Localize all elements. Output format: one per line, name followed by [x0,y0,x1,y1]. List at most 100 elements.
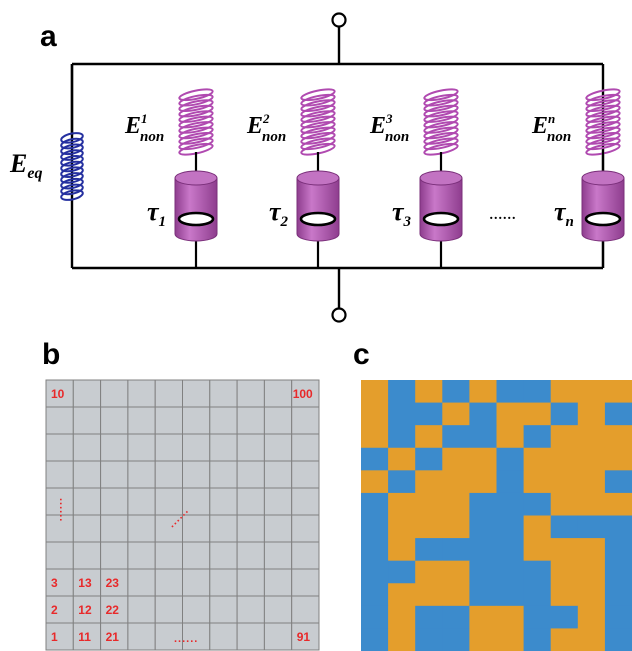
grid-number: 21 [106,630,120,644]
spring-coil [178,126,214,140]
grid-cell [154,514,183,543]
spring-coil [300,132,336,145]
grid-cell [209,541,238,570]
tau-label: τ2 [269,197,289,230]
spring-coil [178,137,214,151]
grid-cell [236,460,265,489]
pattern-cell [442,425,470,449]
grid-cell [182,514,211,543]
dashpot-body [581,177,625,242]
spring-coil [423,93,459,107]
pattern-cell [361,402,389,426]
spring-coil [423,126,459,140]
grid-cell [209,595,238,624]
pattern-cell [550,380,579,403]
spring-coil [178,88,214,102]
spring-coil [423,115,459,129]
grid-cell [263,622,293,651]
spring-coil [178,93,214,107]
pattern-cell [523,583,552,607]
pattern-cell [577,402,606,426]
pattern-cell [388,560,416,584]
pattern-cell [415,402,443,426]
grid-cell [100,622,129,651]
spring-coil [178,121,214,134]
spring-coil [300,126,336,140]
pattern-cell [469,515,497,539]
pattern-cell [361,605,389,629]
grid-cell [236,622,265,651]
pattern-cell [577,560,606,584]
pattern-cell [577,605,606,629]
pattern-cell [361,583,389,607]
vertical-ellipsis: ...... [57,498,69,522]
pattern-cell [523,402,552,426]
spring-coil [178,104,214,118]
grid-cell [263,406,293,435]
grid-cell [182,541,211,570]
pattern-cell [388,515,416,539]
spring-coil [178,115,214,129]
pattern-cell [550,605,579,629]
pattern-cell [550,447,579,471]
pattern-cell [496,470,524,494]
grid-number: 13 [78,576,92,590]
pattern-cell [415,628,443,651]
pattern-cell [442,380,470,403]
pattern-cell [496,380,524,403]
dashpot [419,170,463,242]
grid-cell [263,379,293,408]
grid-cell [182,622,211,651]
pattern-cell [415,605,443,629]
pattern-cell [361,492,389,516]
dashpot-body [296,177,340,242]
pattern-cell [361,380,389,403]
spring-coil [300,93,336,107]
pattern-cell [442,492,470,516]
spring-coil [423,104,459,118]
grid-cell [291,460,320,489]
spring-coil [423,110,459,123]
pattern-cell [523,628,552,651]
grid-cell [236,541,265,570]
pattern-cell [415,470,443,494]
dashpot-piston [422,211,460,227]
grid-cell [209,379,238,408]
panel-a-label: a [40,20,57,53]
grid-number: 100 [293,387,313,401]
pattern-cell [469,425,497,449]
grid-number: 1 [51,630,58,644]
dashpot [296,170,340,242]
spring-coil [60,149,84,161]
dashpot-piston [177,211,215,227]
grid-cell [100,406,129,435]
dashpot [174,170,218,242]
pattern-cell [550,538,579,562]
spring-coil [60,143,84,156]
pattern-cell [469,560,497,584]
panel-c-pattern: c [353,338,632,651]
grid-cell [263,433,293,462]
grid-cell [154,568,183,597]
tau-label: τn [554,197,574,230]
pattern-cell [604,560,632,584]
spring-coil [585,137,621,151]
eq-spring [60,64,84,201]
grid-cell [127,433,156,462]
pattern-cell [523,380,552,403]
pattern-cell [523,425,552,449]
grid-cell [182,595,211,624]
grid-cell [263,595,293,624]
pattern-cell [577,492,606,516]
dashpot-top [174,170,218,186]
pattern-cell [469,538,497,562]
grid-cell [100,379,129,408]
grid-number: 22 [106,603,120,617]
grid-cell [154,406,183,435]
pattern-cell [388,402,416,426]
